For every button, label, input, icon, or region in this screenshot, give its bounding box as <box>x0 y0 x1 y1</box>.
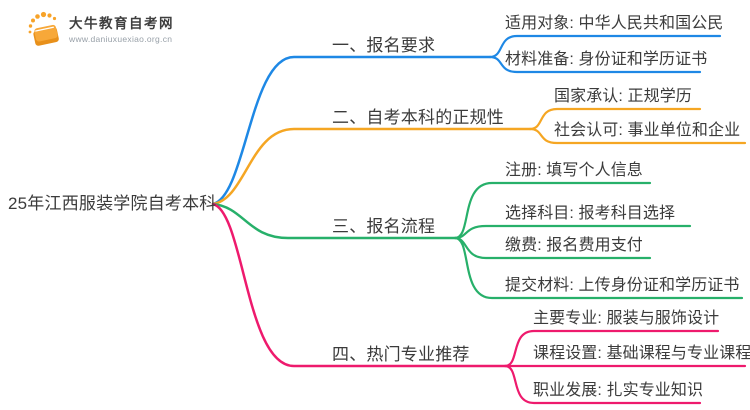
site-logo-title: 大牛教育自考网 <box>69 15 174 31</box>
branch-3-child-4-connector <box>453 236 744 300</box>
branch-4-child-2-label: 课程设置: 基础课程与专业课程 <box>533 345 750 362</box>
branch-2-child-2-connector <box>528 127 747 145</box>
branch-4-child-1-label: 主要专业: 服装与服饰设计 <box>533 310 720 327</box>
site-logo-text: 大牛教育自考网 www.daniuxuexiao.org.cn <box>69 16 174 44</box>
branch-2-label: 二、自考本科的正规性 <box>332 108 504 127</box>
branch-3-child-2-label: 选择科目: 报考科目选择 <box>505 205 676 222</box>
site-logo: 大牛教育自考网 www.daniuxuexiao.org.cn <box>26 10 174 50</box>
branch-1-child-1-connector <box>488 34 722 59</box>
branch-3-child-4-label: 提交材料: 上传身份证和学历证书 <box>505 277 740 294</box>
central-topic: 25年江西服装学院自考本科 <box>8 194 217 213</box>
branch-2-child-1-label: 国家承认: 正规学历 <box>554 88 692 105</box>
branch-1-child-2-label: 材料准备: 身份证和学历证书 <box>505 51 708 68</box>
branch-3-connector <box>211 202 457 240</box>
branch-3-label: 三、报名流程 <box>332 217 436 236</box>
branch-1-child-1-label: 适用对象: 中华人民共和国公民 <box>505 15 724 32</box>
branch-1-child-2-connector <box>488 55 702 74</box>
branch-1-label: 一、报名要求 <box>332 36 436 55</box>
branch-4-connector <box>211 202 507 368</box>
branch-3-child-3-label: 缴费: 报名费用支付 <box>505 237 643 254</box>
branch-2-connector <box>211 127 532 206</box>
branch-2-child-2-label: 社会认可: 事业单位和企业 <box>554 122 741 139</box>
branch-4-child-3-label: 职业发展: 扎实专业知识 <box>533 382 704 399</box>
branch-3-child-1-label: 注册: 填写个人信息 <box>505 162 643 179</box>
book-sunrise-logo-icon <box>28 11 59 46</box>
branch-4-child-1-connector <box>503 329 720 368</box>
site-logo-url: www.daniuxuexiao.org.cn <box>69 34 173 45</box>
branch-1-connector <box>211 55 492 206</box>
branch-3-child-1-connector <box>453 181 652 240</box>
branch-4-child-3-connector <box>503 364 702 405</box>
branch-4-label: 四、热门专业推荐 <box>332 345 470 364</box>
